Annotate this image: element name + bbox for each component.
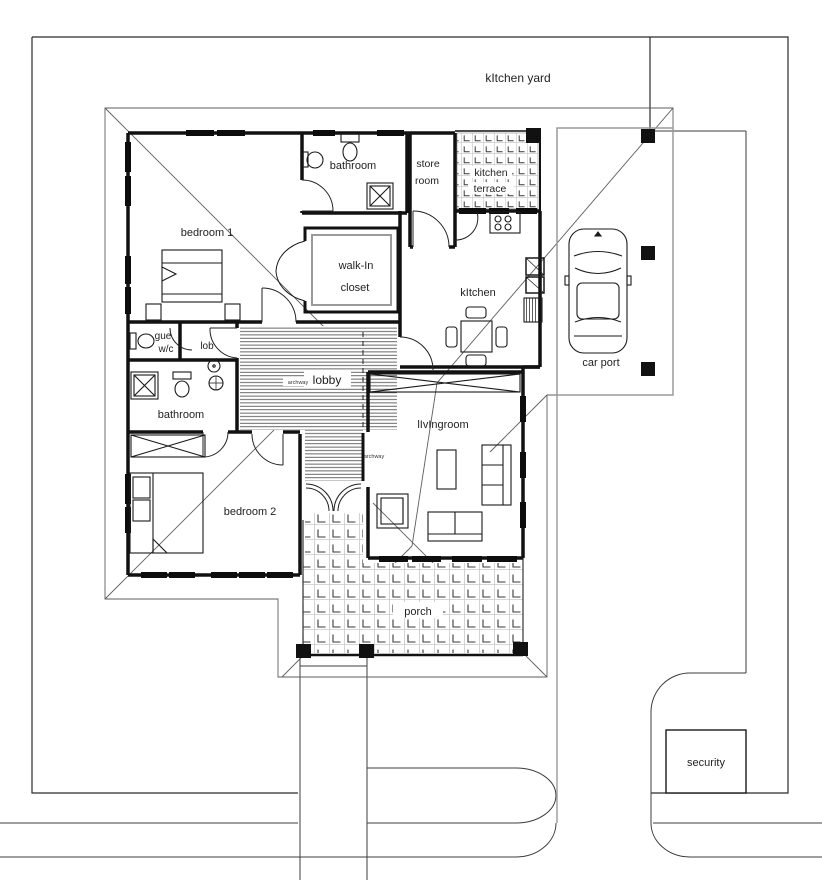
car-top-view <box>564 228 632 354</box>
label-walk-in-1: walk-In <box>338 260 374 272</box>
roads-and-walkway <box>0 130 822 880</box>
bed-2 <box>129 472 204 554</box>
label-bedroom1: bedroom 1 <box>181 227 234 239</box>
label-guest-wc-2: w/c <box>158 344 174 355</box>
label-walk-in-2: closet <box>341 282 370 294</box>
livingroom-furniture <box>369 373 521 542</box>
coffee-table <box>436 449 457 490</box>
label-archway-right: archway <box>364 454 385 460</box>
nightstand <box>224 303 241 321</box>
sofa-three-seat <box>481 444 512 506</box>
carport-column <box>641 246 655 260</box>
kitchen-table-set <box>445 306 508 367</box>
sofa-two-seat <box>427 511 483 542</box>
carport <box>556 127 674 396</box>
label-bedroom2: bedroom 2 <box>224 506 277 518</box>
label-backplates <box>283 166 514 618</box>
label-archway-left: archway <box>288 380 309 386</box>
stove <box>489 211 521 234</box>
wardrobe <box>130 434 206 458</box>
room-labels: kItchen yard bedroom 1 bathroom store ro… <box>155 71 726 769</box>
kitchen-fixtures <box>445 211 545 367</box>
label-car-port: car port <box>582 357 619 369</box>
label-security: security <box>687 757 725 769</box>
bathroom-top-fixtures <box>302 133 394 210</box>
label-bathroom-bottom: bathroom <box>158 409 204 421</box>
fridge <box>525 257 545 276</box>
shower-bottom <box>130 371 159 400</box>
label-kitchen-terrace-1: kitchen <box>474 167 507 179</box>
label-livingroom: lIvIngroom <box>417 419 468 431</box>
lob-basins <box>207 359 224 391</box>
guest-wc-fixtures <box>129 332 155 350</box>
label-store-room-2: room <box>415 175 439 187</box>
shower-top <box>366 182 394 210</box>
porch-columns <box>296 128 541 658</box>
bathroom-bottom-fixtures <box>130 371 192 400</box>
doors <box>169 179 479 512</box>
label-lob: lob <box>200 341 214 352</box>
bedroom2-furniture <box>129 434 206 554</box>
kitchen-counter <box>523 297 543 323</box>
label-porch: porch <box>404 606 432 618</box>
carport-column <box>641 362 655 376</box>
terrace-column <box>526 128 541 143</box>
console-cabinet <box>369 373 521 393</box>
walk-in-closet-lining <box>275 234 392 306</box>
carport-column <box>641 129 655 143</box>
armchair <box>376 493 409 529</box>
label-kitchen: kItchen <box>460 287 495 299</box>
label-bathroom-top: bathroom <box>330 160 376 172</box>
label-kitchen-terrace-2: terrace <box>474 183 507 195</box>
label-kitchen-yard: kItchen yard <box>485 71 550 85</box>
nightstand <box>145 303 162 321</box>
security-hut <box>665 729 747 794</box>
floor-finishes <box>240 132 539 653</box>
label-lobby: lobby <box>313 373 342 387</box>
label-store-room-1: store <box>416 158 440 170</box>
windows <box>125 130 537 578</box>
bedroom1-furniture <box>145 249 241 321</box>
bed-1 <box>161 249 223 303</box>
entry-tiles <box>305 513 363 563</box>
hall-floor <box>305 430 363 481</box>
label-guest-wc-1: gue <box>155 331 172 342</box>
